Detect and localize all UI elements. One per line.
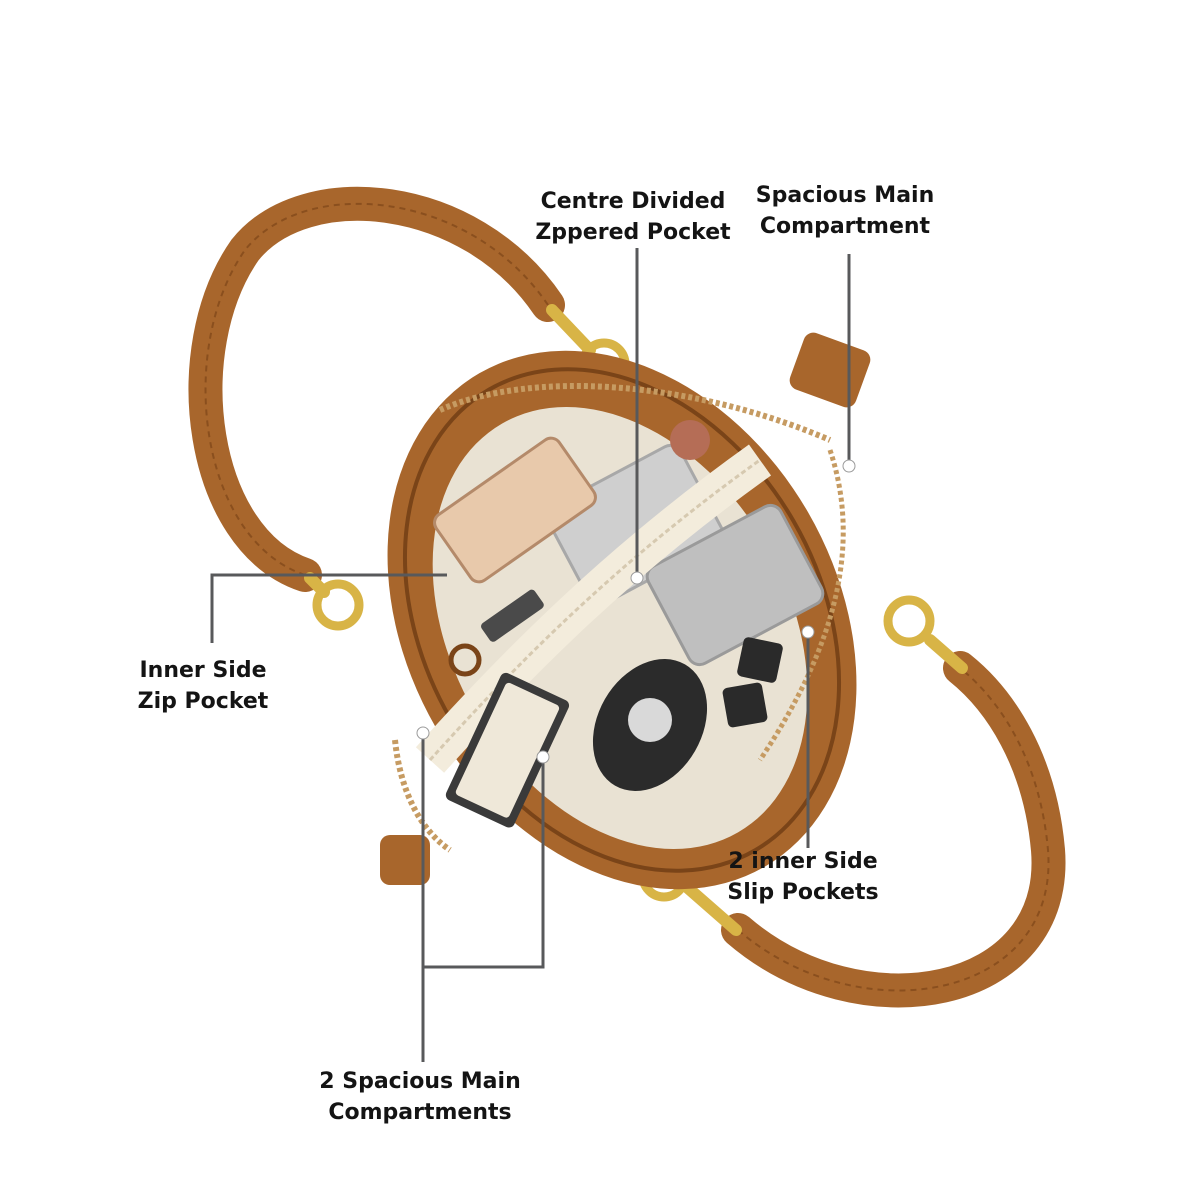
callout-line: Compartment [759,214,931,239]
callout-two-main-compartments: 2 Spacious Main Compartments [300,1066,540,1128]
callout-line: 2 Spacious Main [319,1069,521,1094]
callout-line: Inner Side [139,658,267,683]
callout-line: Compartments [328,1100,512,1125]
leader-lines [210,248,851,1062]
callout-line: Slip Pockets [727,880,879,905]
callout-inner-slip-pockets: 2 inner Side Slip Pockets [718,846,888,908]
callout-line: Spacious Main [755,183,935,208]
callout-line: Zip Pocket [137,689,269,714]
leader-dots [416,459,856,764]
callout-line: 2 inner Side [728,849,878,874]
callout-inner-side-zip-pocket: Inner Side Zip Pocket [118,655,288,717]
callout-centre-divided-pocket: Centre Divided Zppered Pocket [528,186,738,248]
callout-line: Zppered Pocket [535,220,731,245]
callout-spacious-main-compartment: Spacious Main Compartment [745,180,945,242]
bag-contents [415,420,825,828]
callout-line: Centre Divided [540,189,726,214]
